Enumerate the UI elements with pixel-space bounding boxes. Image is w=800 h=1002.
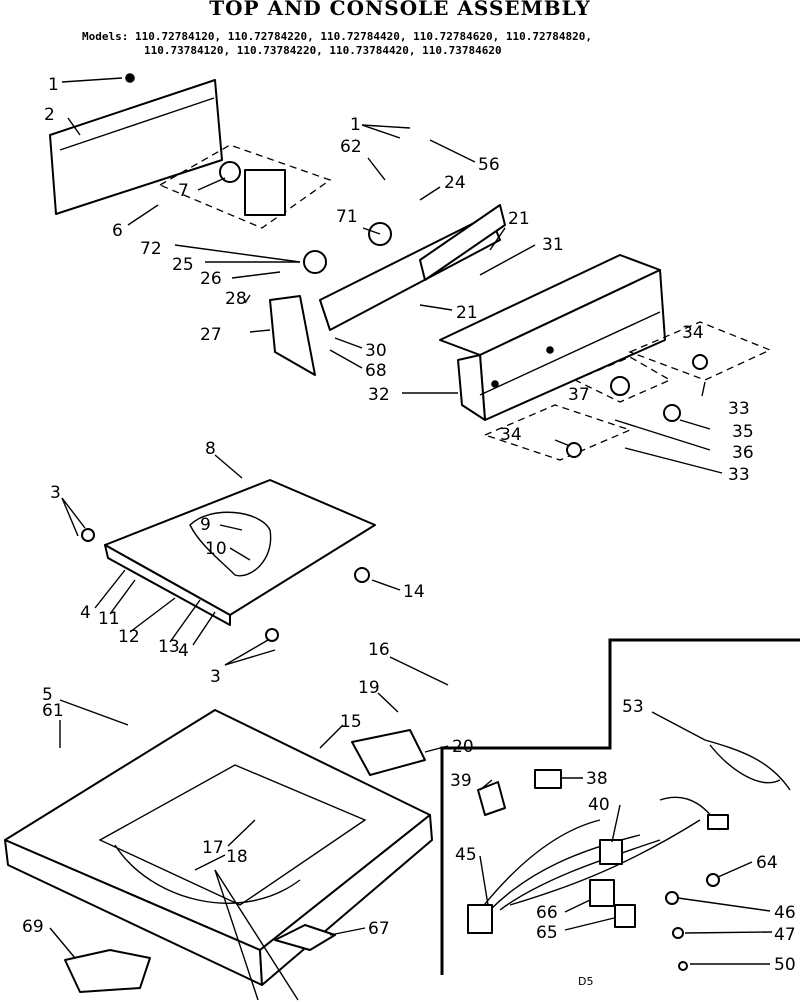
part-label: 12	[118, 627, 140, 647]
bracket-27	[269, 295, 316, 376]
part-label: 61	[42, 701, 64, 721]
part-label: 28	[225, 289, 247, 309]
part-label: 40	[588, 795, 610, 815]
models-line-2: 110.73784120, 110.73784220, 110.73784420…	[144, 44, 502, 57]
part-label: 1	[350, 115, 361, 135]
part-label: 4	[178, 641, 189, 661]
console-32	[439, 254, 666, 421]
part-label: 62	[340, 137, 362, 157]
switch-group-37	[573, 356, 672, 403]
part-label: 38	[586, 769, 608, 789]
part-label: 50	[774, 955, 796, 975]
part-label: 2	[44, 105, 55, 125]
part-label: 53	[622, 697, 644, 717]
part-label: 66	[536, 903, 558, 923]
part-label: 46	[774, 903, 796, 923]
part-label: 34	[682, 323, 704, 343]
part-label: 21	[456, 303, 478, 323]
control-box-6-outline	[158, 144, 332, 229]
part-label: 13	[158, 637, 180, 657]
part-label: 4	[80, 603, 91, 623]
part-label: 26	[200, 269, 222, 289]
part-label: 47	[774, 925, 796, 945]
part-label: 8	[205, 439, 216, 459]
part-label: 69	[22, 917, 44, 937]
switch-group-33-lower	[483, 404, 632, 461]
part-label: 15	[340, 712, 362, 732]
part-label: 68	[365, 361, 387, 381]
harness-45	[467, 769, 701, 934]
timer-7	[219, 161, 286, 216]
part-label: 65	[536, 923, 558, 943]
part-label: 64	[756, 853, 778, 873]
part-label: 10	[205, 539, 227, 559]
part-label: 71	[336, 207, 358, 227]
part-label: 31	[542, 235, 564, 255]
part-label: 67	[368, 919, 390, 939]
part-label: 33	[728, 465, 750, 485]
part-label: 36	[732, 443, 754, 463]
part-label: 18	[226, 847, 248, 867]
inset-border	[440, 638, 800, 975]
part-label: 45	[455, 845, 477, 865]
part-label: 34	[500, 425, 522, 445]
part-label: 35	[732, 422, 754, 442]
part-label: 21	[508, 209, 530, 229]
models-line-1: Models: 110.72784120, 110.72784220, 110.…	[82, 30, 592, 43]
lid-8	[81, 479, 376, 642]
rear-panel-2	[49, 73, 223, 215]
tub-ring-69	[64, 949, 151, 993]
part-label: 33	[728, 399, 750, 419]
part-label: 7	[178, 181, 189, 201]
part-label: 56	[478, 155, 500, 175]
part-label: 11	[98, 609, 120, 629]
part-label: 24	[444, 173, 466, 193]
part-label: 9	[200, 515, 211, 535]
part-label: 30	[365, 341, 387, 361]
part-label: 14	[403, 582, 425, 602]
part-label: 27	[200, 325, 222, 345]
part-label: 37	[568, 385, 590, 405]
footer-code: D5	[578, 975, 593, 988]
part-label: 19	[358, 678, 380, 698]
part-label: 32	[368, 385, 390, 405]
part-label: 20	[452, 737, 474, 757]
part-label: 3	[50, 483, 61, 503]
lid-hinge-67	[274, 924, 336, 951]
harness-53	[659, 739, 791, 831]
leader-lines	[49, 77, 773, 1001]
part-label: 16	[368, 640, 390, 660]
part-label: 5	[42, 685, 53, 705]
knob-25	[303, 222, 392, 274]
console-bracket-30	[319, 204, 506, 331]
switch-group-33-upper	[628, 321, 772, 381]
part-label: 25	[172, 255, 194, 275]
page-title: TOP AND CONSOLE ASSEMBLY	[209, 0, 591, 20]
part-label: 6	[112, 221, 123, 241]
part-label: 72	[140, 239, 162, 259]
part-label: 1	[48, 75, 59, 95]
part-label: 39	[450, 771, 472, 791]
part-label: 17	[202, 838, 224, 858]
part-label: 3	[210, 667, 221, 687]
